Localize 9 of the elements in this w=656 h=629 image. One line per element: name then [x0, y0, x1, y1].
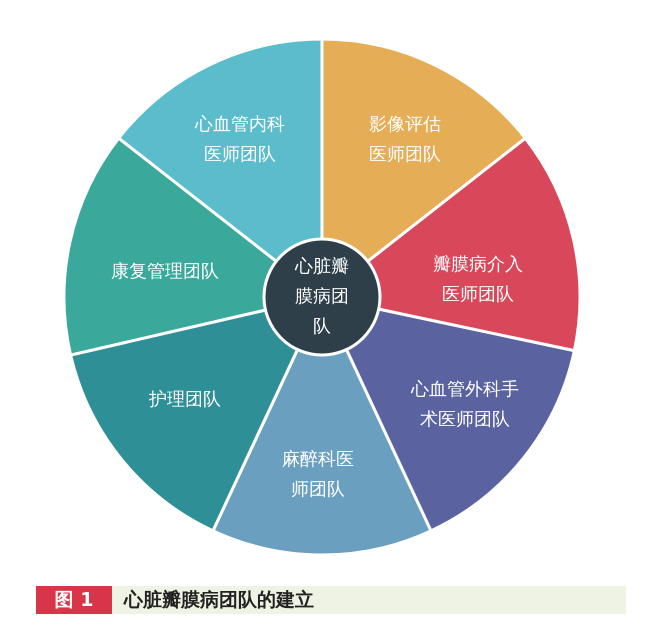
segment-label: 心血管内科医师团队: [192, 110, 288, 170]
segment-label: 影像评估医师团队: [366, 110, 444, 170]
figure-number: 图 1: [36, 586, 112, 614]
segment-label: 护理团队: [135, 385, 235, 415]
segment-label: 麻醉科医师团队: [279, 445, 357, 505]
segment-label: 康复管理团队: [100, 257, 230, 287]
segment-label: 瓣膜病介入医师团队: [430, 250, 526, 310]
caption: 心脏瓣膜病团队的建立: [124, 588, 314, 613]
segment-label: 心血管外科手术医师团队: [409, 375, 521, 435]
